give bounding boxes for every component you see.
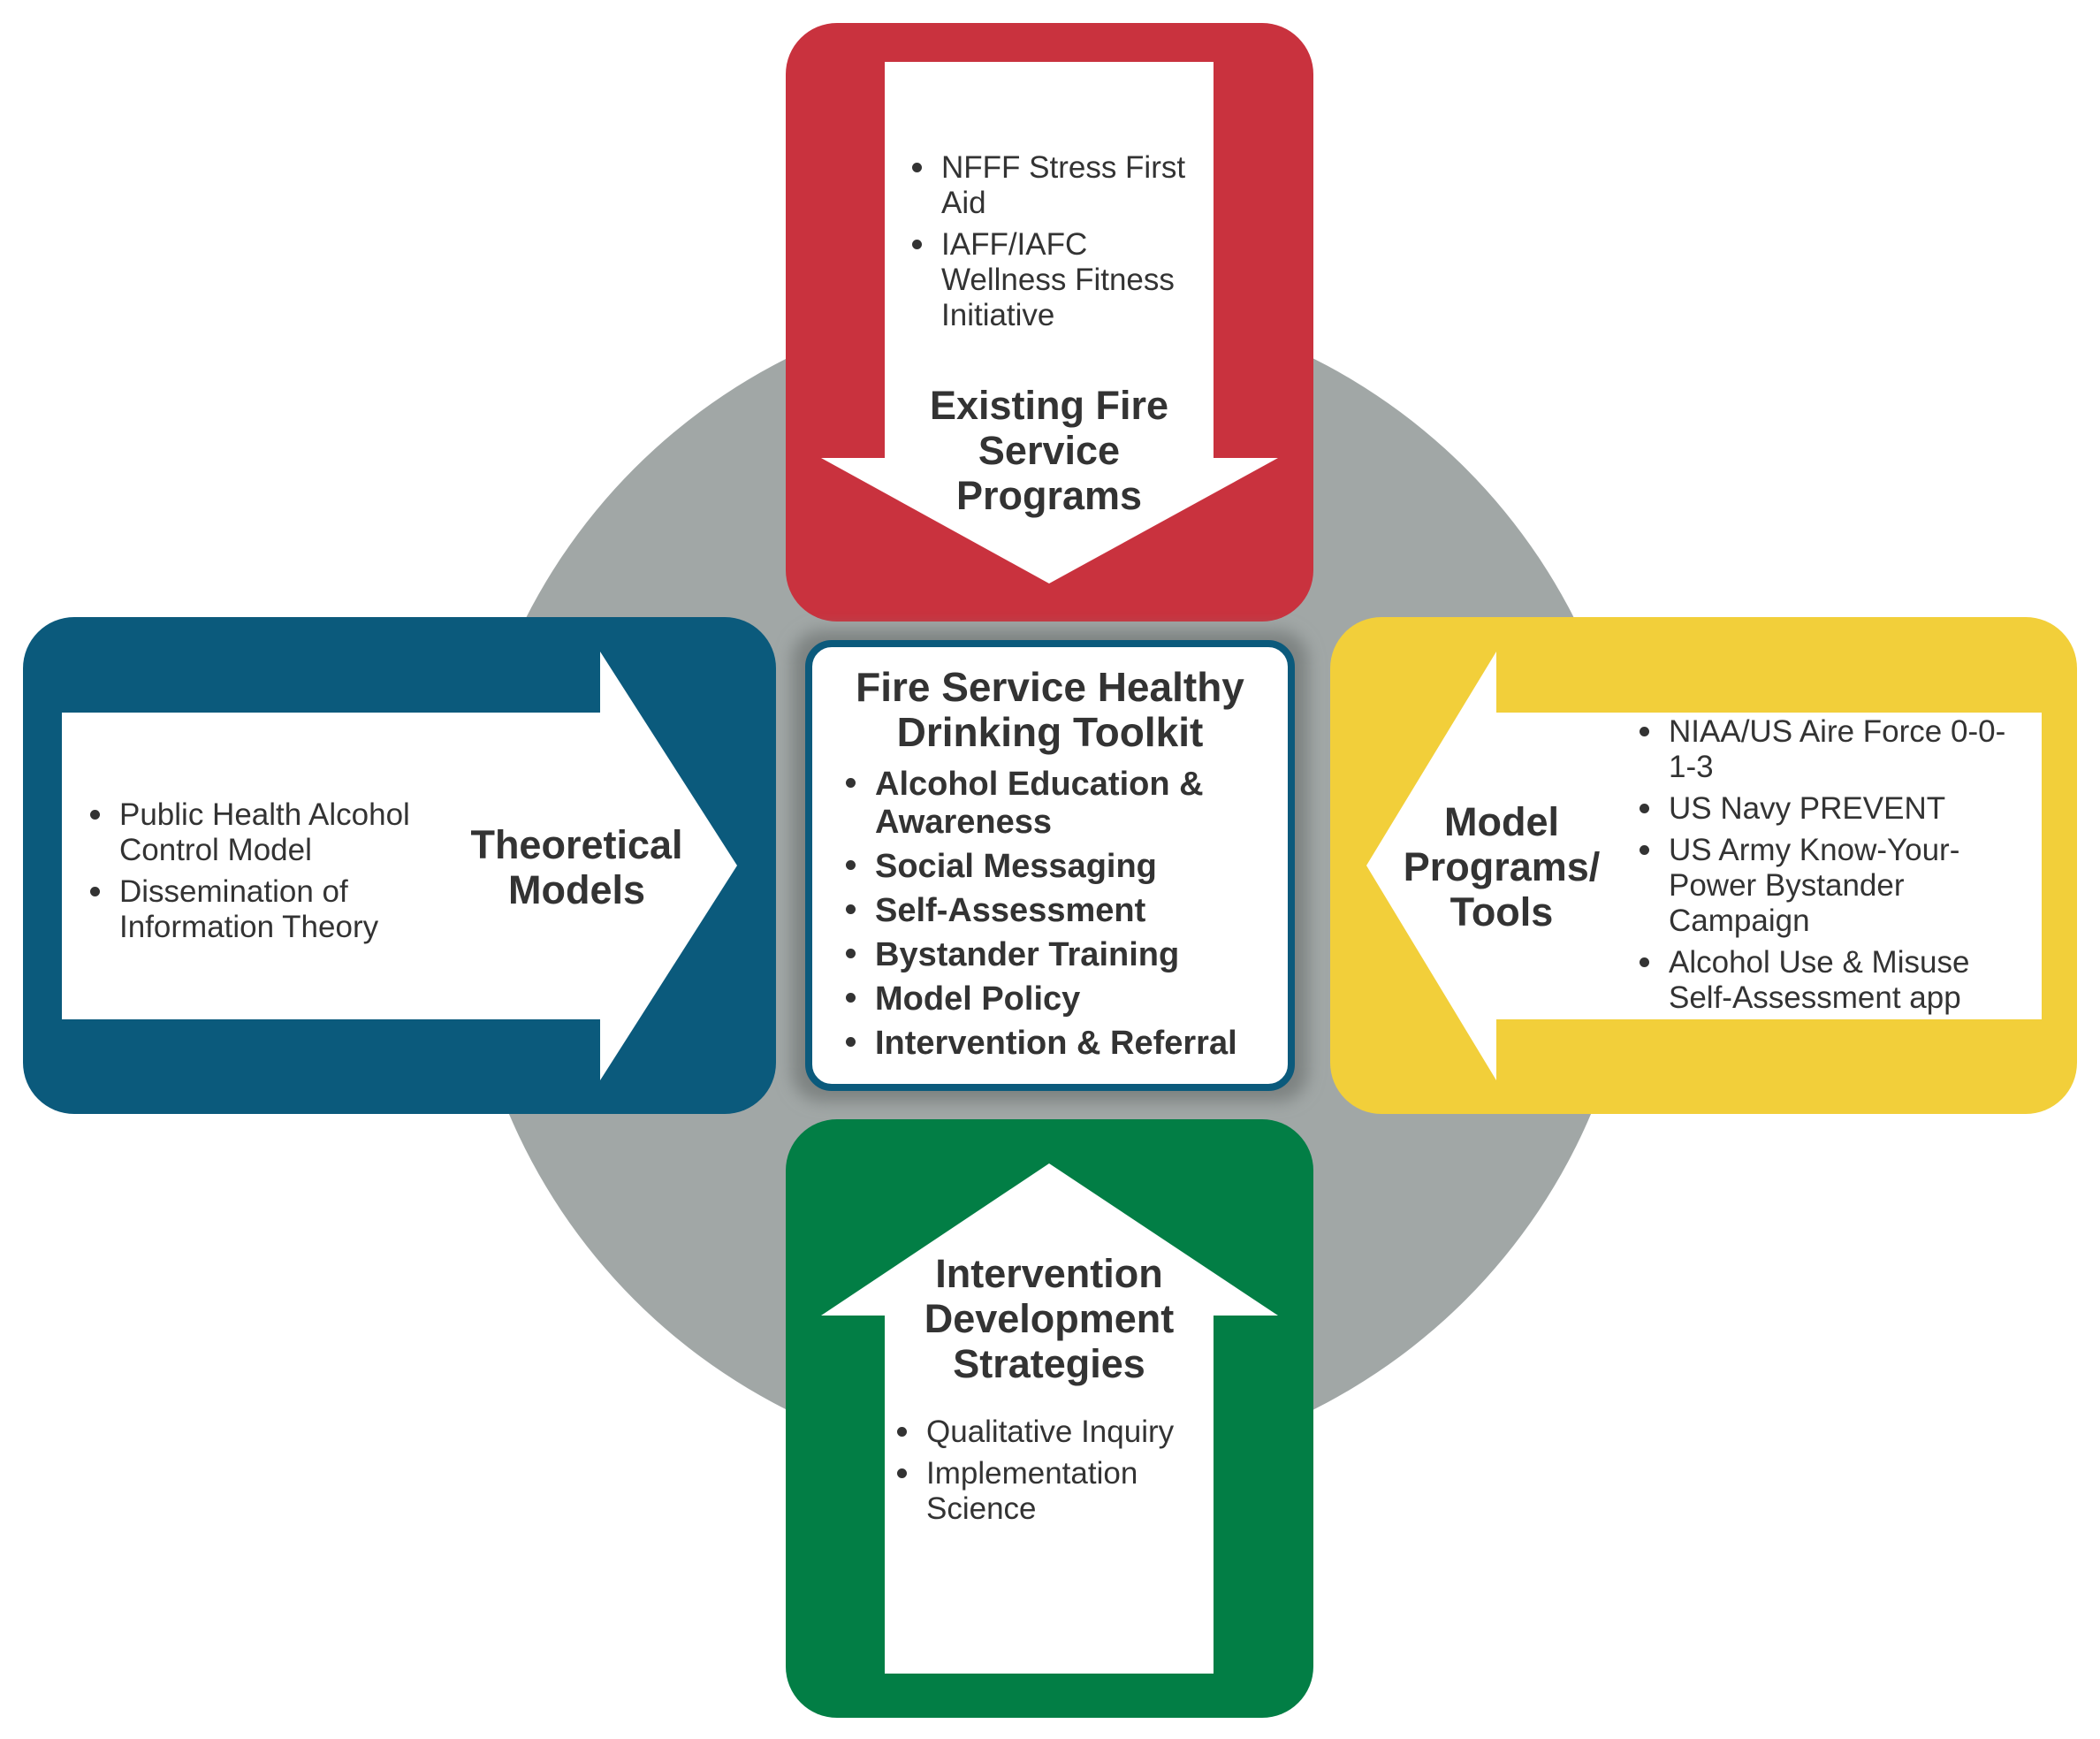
bottom-arrow-up: [821, 1163, 1278, 1674]
center-item: Social Messaging: [844, 848, 1259, 886]
left-list: Public Health Alcohol Control Model Diss…: [88, 797, 451, 951]
left-item: Public Health Alcohol Control Model: [88, 797, 451, 868]
center-item: Model Policy: [844, 980, 1259, 1018]
top-heading: Existing Fire Service Programs: [929, 383, 1169, 518]
bottom-item: Implementation Science: [895, 1456, 1205, 1527]
center-box: [805, 640, 1295, 1091]
right-list: NIAA/US Aire Force 0-0-1-3 US Navy PREVE…: [1638, 714, 2027, 1022]
right-item: NIAA/US Aire Force 0-0-1-3: [1638, 714, 2027, 785]
bottom-list: Qualitative Inquiry Implementation Scien…: [895, 1415, 1205, 1533]
top-arrow-down: [821, 62, 1278, 583]
right-item: Alcohol Use & Misuse Self-Assessment app: [1638, 945, 2027, 1016]
top-item: IAFF/IAFC Wellness Fitness Initiative: [910, 227, 1211, 333]
top-item: NFFF Stress First Aid: [910, 150, 1211, 221]
right-heading: Model Programs/ Tools: [1403, 799, 1601, 934]
center-title: Fire Service Healthy Drinking Toolkit: [856, 664, 1244, 755]
bottom-heading: Intervention Development Strategies: [924, 1251, 1175, 1386]
center-item: Self-Assessment: [844, 892, 1259, 930]
left-item: Dissemination of Information Theory: [88, 874, 451, 945]
center-item: Intervention & Referral: [844, 1025, 1259, 1063]
bottom-item: Qualitative Inquiry: [895, 1415, 1205, 1450]
center-list: Alcohol Education & Awareness Social Mes…: [844, 766, 1259, 1069]
right-item: US Navy PREVENT: [1638, 791, 2027, 827]
center-item: Bystander Training: [844, 936, 1259, 974]
left-arrow-right: [62, 652, 737, 1080]
left-heading: Theoretical Models: [470, 822, 683, 912]
right-item: US Army Know-Your-Power Bystander Campai…: [1638, 833, 2027, 939]
top-list: NFFF Stress First Aid IAFF/IAFC Wellness…: [910, 150, 1211, 339]
right-arrow-left: [1366, 652, 2042, 1080]
center-item: Alcohol Education & Awareness: [844, 766, 1259, 842]
